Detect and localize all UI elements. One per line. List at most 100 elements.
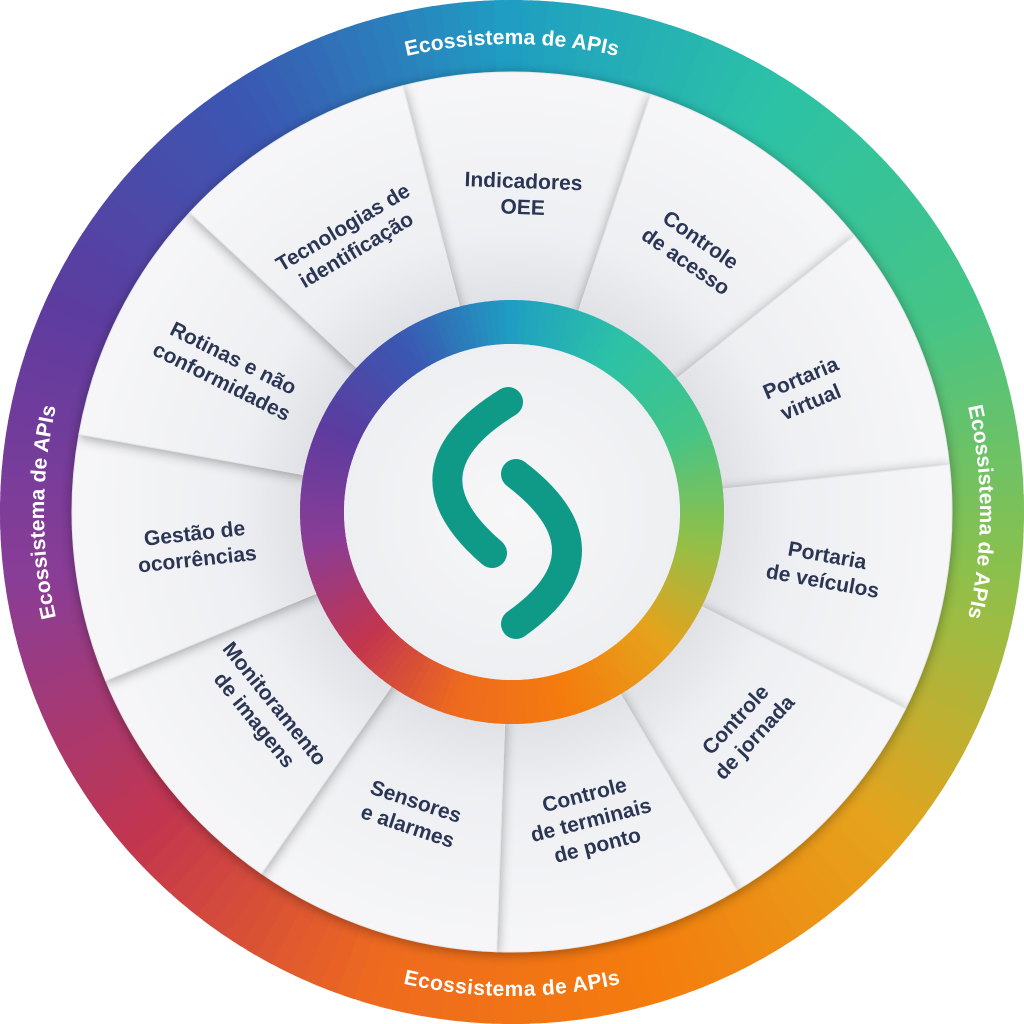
inner-ring-slice xyxy=(337,607,380,643)
inner-ring-slice xyxy=(399,326,432,370)
inner-ring-slice xyxy=(649,601,692,635)
outer-ring-slice xyxy=(77,216,153,279)
outer-ring-slice xyxy=(231,880,292,956)
outer-ring-slice xyxy=(806,131,876,202)
inner-ring-slice xyxy=(634,619,675,658)
inner-ring-slice xyxy=(356,626,396,665)
outer-ring-slice xyxy=(723,885,784,961)
outer-ring-slice xyxy=(124,799,196,868)
outer-ring-slice xyxy=(136,810,207,881)
outer-ring-slice xyxy=(108,174,181,242)
inner-ring-slice xyxy=(603,647,637,691)
inner-ring-slice xyxy=(332,389,375,423)
inner-ring-slice xyxy=(372,638,409,680)
inner-ring-slice xyxy=(621,632,660,673)
outer-ring-slice xyxy=(828,156,900,225)
inner-ring-slice xyxy=(624,354,663,394)
inner-ring-slice xyxy=(660,412,705,442)
outer-ring-slice xyxy=(750,867,813,943)
inner-ring-slice xyxy=(351,621,392,660)
inner-ring-slice xyxy=(657,406,702,437)
inner-ring-slice xyxy=(375,342,412,384)
inner-ring-slice xyxy=(336,383,379,419)
inner-ring-slice xyxy=(319,582,364,612)
inner-ring-slice xyxy=(406,322,437,367)
outer-ring-slice xyxy=(240,63,301,139)
inner-ring-slice xyxy=(346,617,388,654)
inner-ring-slice xyxy=(393,329,426,373)
outer-ring-slice xyxy=(710,893,768,970)
inner-ring-slice xyxy=(349,366,390,405)
outer-ring-slice xyxy=(817,143,888,214)
outer-ring-slice xyxy=(54,710,131,768)
outer-ring-slice xyxy=(838,169,912,237)
inner-ring-slice xyxy=(617,636,654,678)
outer-ring-slice xyxy=(256,54,314,131)
outer-ring-slice xyxy=(758,87,822,162)
outer-ring-slice xyxy=(858,196,933,261)
inner-ring-slice xyxy=(605,336,641,379)
outer-ring-slice xyxy=(63,723,139,784)
outer-ring-slice xyxy=(770,97,836,172)
inner-ring-slice xyxy=(370,346,407,388)
segment-label: IndicadoresOEE xyxy=(463,168,583,221)
outer-ring-slice xyxy=(782,108,850,181)
outer-ring-slice xyxy=(119,161,192,230)
outer-ring-slice xyxy=(893,256,970,314)
outer-ring-slice xyxy=(196,91,261,166)
inner-ring-slice xyxy=(619,349,658,390)
inner-ring-slice xyxy=(582,660,612,705)
inner-ring-slice xyxy=(628,359,668,398)
outer-ring-slice xyxy=(174,843,242,916)
outer-ring-slice xyxy=(202,862,266,937)
outer-ring-slice xyxy=(494,0,523,73)
center-disc xyxy=(344,344,680,680)
inner-ring-slice xyxy=(354,361,394,400)
inner-ring-slice xyxy=(598,651,631,695)
inner-ring-slice xyxy=(364,351,403,392)
outer-ring-slice xyxy=(787,838,855,912)
inner-gradient-ring xyxy=(300,300,724,724)
outer-ring-slice xyxy=(225,72,287,148)
outer-ring-slice xyxy=(68,231,144,292)
outer-ring-slice xyxy=(169,112,237,186)
outer-ring-slice xyxy=(862,758,937,822)
inner-ring-slice xyxy=(359,356,398,396)
outer-ring-slice xyxy=(775,849,842,922)
outer-ring-slice xyxy=(131,148,202,218)
outer-ring-slice xyxy=(87,202,162,266)
outer-ring-slice xyxy=(182,102,249,175)
inner-ring-slice xyxy=(383,645,419,688)
inner-ring-slice xyxy=(504,300,517,345)
inner-ring-slice xyxy=(630,624,670,663)
inner-ring-slice xyxy=(647,387,691,421)
outer-ring-slice xyxy=(849,182,922,249)
inner-ring-slice xyxy=(366,634,405,675)
outer-ring-slice xyxy=(216,871,279,947)
outer-ring-slice xyxy=(72,737,148,799)
inner-ring-slice xyxy=(651,393,695,426)
outer-ring-slice xyxy=(745,77,808,153)
inner-ring-slice xyxy=(636,370,678,407)
outer-ring-slice xyxy=(852,770,927,836)
inner-ring-slice xyxy=(342,612,384,649)
outer-ring-slice xyxy=(867,211,943,274)
inner-ring-slice xyxy=(612,640,649,682)
outer-ring-slice xyxy=(143,136,214,207)
outer-ring-slice xyxy=(148,822,218,893)
inner-ring-slice xyxy=(644,381,687,417)
inner-ring-slice xyxy=(340,378,382,414)
outer-ring-slice xyxy=(156,124,225,196)
outer-ring-slice xyxy=(810,817,881,888)
inner-ring-slice xyxy=(587,657,618,702)
outer-ring-slice xyxy=(763,858,828,933)
segment-label-line: OEE xyxy=(500,195,545,220)
outer-ring-slice xyxy=(188,852,254,927)
outer-ring-slice xyxy=(880,732,956,793)
inner-ring-slice xyxy=(607,644,643,687)
outer-ring-slice xyxy=(843,782,916,850)
inner-ring-slice xyxy=(361,630,400,670)
inner-ring-slice xyxy=(333,603,377,637)
